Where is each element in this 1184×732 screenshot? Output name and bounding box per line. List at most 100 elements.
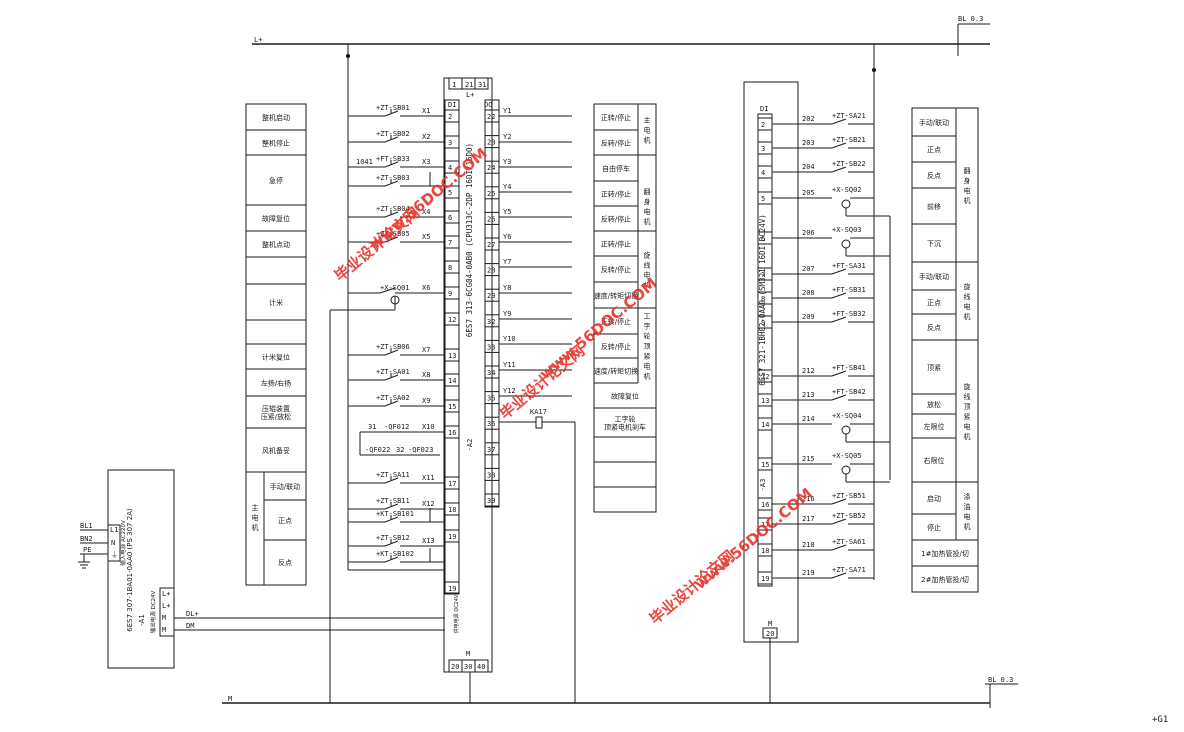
far-right-label-8: 顶紧 xyxy=(927,363,941,372)
switch-contact xyxy=(831,316,847,323)
di-address: X9 xyxy=(422,397,430,405)
di-device-tag: +ZT-SB01 xyxy=(376,104,410,112)
switch-contact xyxy=(384,161,399,168)
far-right-label-9: 放松 xyxy=(927,400,941,409)
far-right-label-2: 反点 xyxy=(927,171,941,180)
cpu-do-pin: 26 xyxy=(487,215,495,223)
do-address: Y9 xyxy=(503,310,511,318)
di-prefix: 31 xyxy=(368,423,376,431)
di-device-tag: +KT-SB102 xyxy=(376,550,414,558)
di-device-tag: +ZT-SA11 xyxy=(376,471,410,479)
cpu-top-pin: 1 xyxy=(452,81,456,89)
cpu-do-pin: 37 xyxy=(487,446,495,454)
left-label-2: 急停 xyxy=(269,176,283,185)
right-label-6: 反转/停止 xyxy=(601,265,631,274)
do-address: Y3 xyxy=(503,158,511,166)
cpu-do-pin-box xyxy=(484,339,500,353)
cpu-di-pin: 19 xyxy=(448,533,456,541)
far-right-label-4: 下沉 xyxy=(927,240,941,248)
switch-contact xyxy=(384,374,399,381)
do-address: Y7 xyxy=(503,258,511,266)
far-right-label-14: 1#加热管投/切 xyxy=(921,549,969,558)
cpu-di-pin: 5 xyxy=(448,189,452,197)
cpu-do-label: DO xyxy=(484,101,492,109)
cpu-do-pin-box xyxy=(484,288,500,302)
far-right-label-6: 正点 xyxy=(927,299,941,307)
em-wire-number: 207 xyxy=(802,265,815,273)
em-wire-number: 202 xyxy=(802,115,815,123)
em-m-label: M xyxy=(768,620,772,628)
psu-out-4: M xyxy=(162,626,166,634)
bl03-top-label: BL 0.3 xyxy=(958,15,983,23)
em-pin: 3 xyxy=(761,145,765,153)
wire-bl1: BL1 xyxy=(80,522,93,530)
di-address: X10 xyxy=(422,423,435,431)
limit-switch-symbol xyxy=(841,465,851,475)
far-right-label-11: 右限位 xyxy=(924,456,945,465)
limit-switch-symbol xyxy=(841,239,851,249)
cpu-di-pin: 15 xyxy=(448,403,456,411)
psu-pin-n: N xyxy=(111,539,115,547)
right-group-3: 工字轮顶紧电机 xyxy=(644,313,651,381)
far-right-label-1: 正点 xyxy=(927,146,941,154)
switch-contact xyxy=(384,180,399,187)
psu-in-label: 输入电源 AC220V xyxy=(119,520,127,566)
left-label-14: 正点 xyxy=(278,517,292,525)
cpu-do-pin: 33 xyxy=(487,343,495,351)
do-address: Y12 xyxy=(503,387,516,395)
cpu-ref: -A2 xyxy=(466,439,474,452)
em-wire-number: 214 xyxy=(802,415,815,423)
far-right-group-3: 涤油电机 xyxy=(964,492,971,531)
cpu-bottom-pin: 40 xyxy=(477,663,485,671)
cpu-di-pin: 9 xyxy=(448,290,452,298)
power-supply-module: 6ES7 307-1BA01-0AA0 (PS 307 2A) -A1 输入电源… xyxy=(78,469,445,669)
switch-contact xyxy=(831,498,847,505)
em-pin: 19 xyxy=(761,575,769,583)
do-address: Y1 xyxy=(503,107,511,115)
di-address: X2 xyxy=(422,133,430,141)
switch-contact xyxy=(831,544,847,551)
right-label-10: 速度/转矩切换 xyxy=(594,367,638,376)
cpu-di-pin: 17 xyxy=(448,480,456,488)
switch-contact xyxy=(384,516,399,523)
em-title: 6ES7 321-1BH02-0AA0 (SM321 16DI DC24V) xyxy=(758,214,767,386)
right-group-1: 翻身电机 xyxy=(644,187,651,226)
cpu-di-pin-box xyxy=(444,185,460,199)
far-right-label-12: 启动 xyxy=(927,494,941,503)
em-pin: 8 xyxy=(761,295,765,303)
em-wire-number: 217 xyxy=(802,515,815,523)
di-device-tag: +ZT-SA02 xyxy=(376,394,410,402)
cpu-di-pin: 14 xyxy=(448,377,456,385)
switch-contact xyxy=(831,166,847,173)
cpu-di-pin: 16 xyxy=(448,429,456,437)
cpu-do-pin-box xyxy=(484,416,500,430)
em-device-tag: +FT-SA31 xyxy=(832,262,866,270)
left-label-10: 压辊装置压紧/放松 xyxy=(261,404,291,421)
left-label-table: 整机启动整机停止急停故障复位整机点动计米计米复位左扬/右扬压辊装置压紧/放松风机… xyxy=(245,103,307,586)
em-device-tag: +X-SQ02 xyxy=(832,186,862,194)
em-wire-number: 215 xyxy=(802,455,815,463)
right-label-5: 正转/停止 xyxy=(601,240,631,249)
cpu-bottom-pin: 20 xyxy=(451,663,459,671)
em-wire-number: 206 xyxy=(802,229,815,237)
switch-contact xyxy=(384,211,399,218)
do-address: Y6 xyxy=(503,233,511,241)
right-label-1: 反转/停止 xyxy=(601,139,631,148)
cpu-di-pin-box xyxy=(444,260,460,274)
em-pin: 5 xyxy=(761,195,765,203)
cpu-do-pin-box xyxy=(484,211,500,225)
cpu-do-pin-box xyxy=(484,237,500,251)
limit-switch-symbol xyxy=(841,199,851,209)
di-prefix: 32 xyxy=(396,446,404,454)
di-device-tag: -QF022 xyxy=(365,446,390,454)
watermark-url-3: www.56DOC.COM xyxy=(691,484,816,593)
g1-label: +G1 xyxy=(1152,715,1168,725)
em-wire-number: 203 xyxy=(802,139,815,147)
cpu-di-pin: 12 xyxy=(448,316,456,324)
di-device-tag: +KT-SB101 xyxy=(376,510,414,518)
right-label-11: 故障复位 xyxy=(611,392,639,401)
em-pin: 7 xyxy=(761,271,765,279)
input-module: DI M 20 6ES7 321-1BH02-0AA0 (SM321 16DI … xyxy=(743,81,799,703)
far-right-label-7: 反点 xyxy=(927,323,941,332)
di-address: X1 xyxy=(422,107,430,115)
